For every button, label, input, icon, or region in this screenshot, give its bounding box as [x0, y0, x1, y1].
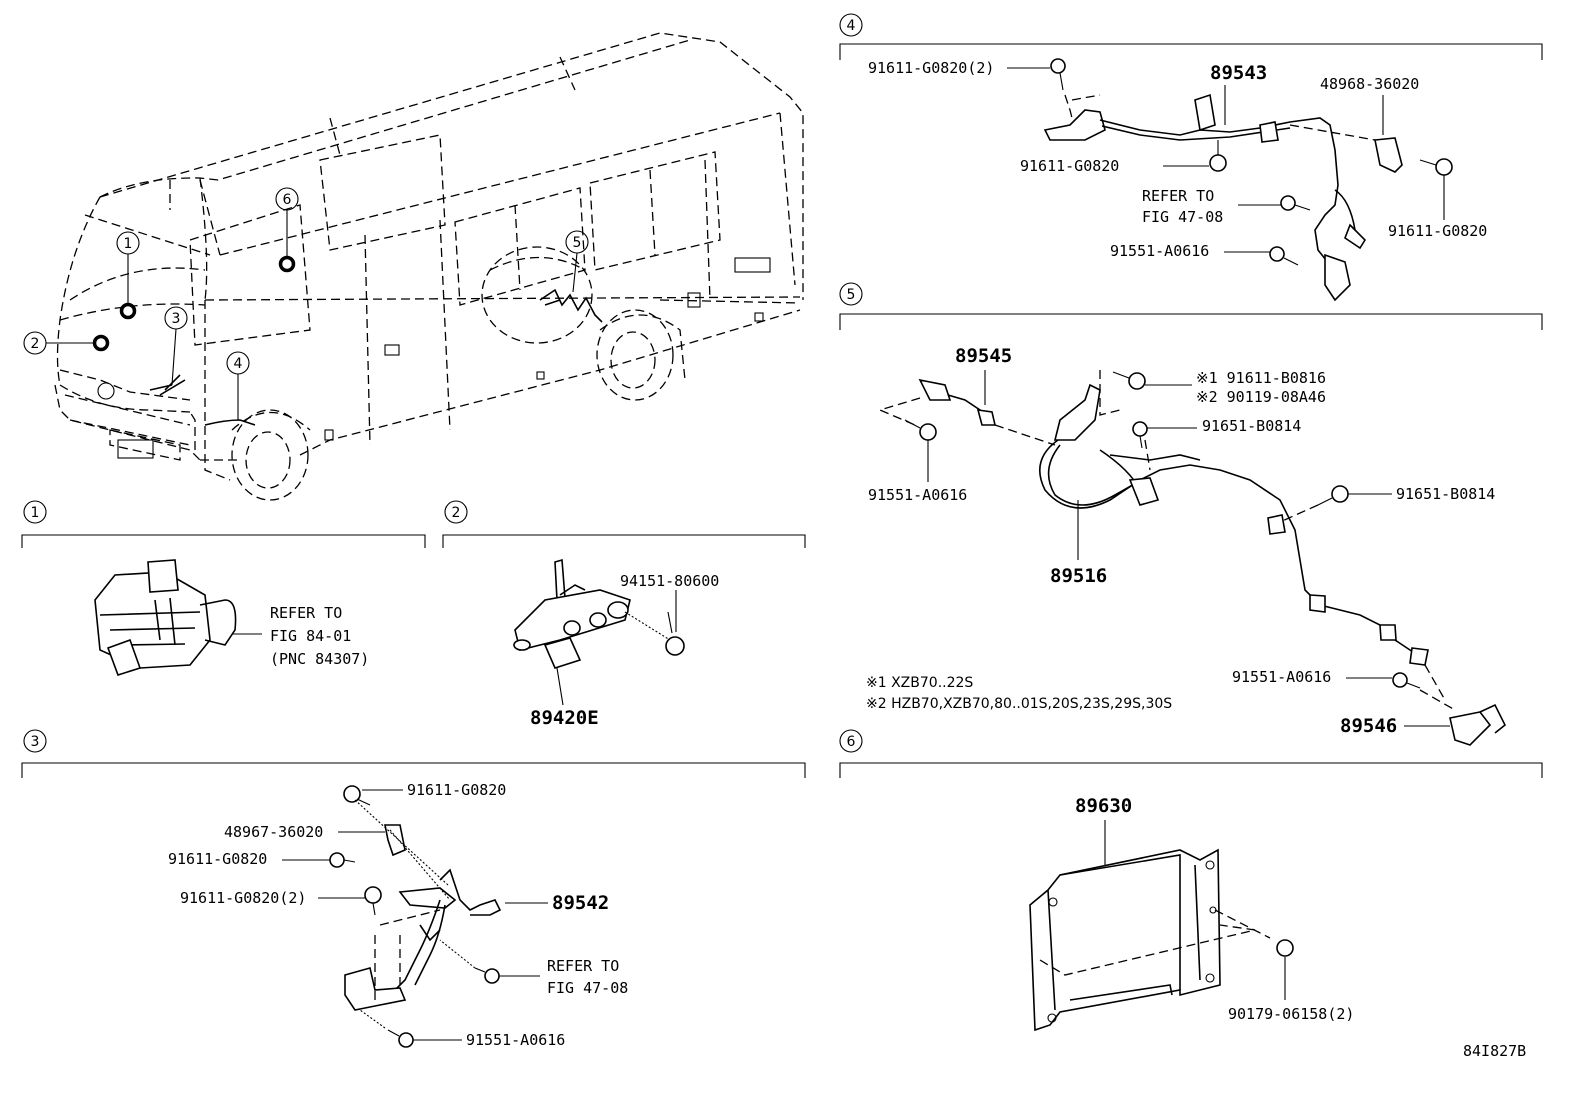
- section-1-number-badge: [23, 500, 47, 524]
- label-sections-s3-number: 3: [31, 734, 40, 750]
- label-sections-s3-parts-bracket: 48967-36020: [224, 823, 323, 841]
- label-sections-s5-parts-sensor_b: 89546: [1340, 715, 1397, 737]
- bolt-left-icon: [329, 852, 356, 868]
- bolt-pair-icon: [1050, 58, 1066, 91]
- bolt-left-icon: [904, 419, 937, 441]
- bracket-48968-36020-drawing: [1374, 137, 1403, 173]
- label-sections-s5-notes-1: ※2 HZB70,XZB70,80..01S,20S,23S,29S,30S: [866, 696, 1172, 712]
- overview-callout-3: 3: [164, 306, 188, 386]
- section-3-number-badge: [23, 729, 47, 753]
- label-sections-s5-notes-0: ※1 XZB70..22S: [866, 675, 973, 691]
- label-sections-s3-parts-harness: 89542: [552, 892, 609, 914]
- bolt-90179-icon: [1276, 939, 1294, 957]
- label-sections-s4-parts-bracket: 48968-36020: [1320, 75, 1419, 93]
- label-overview-callouts-2: 3: [172, 311, 181, 327]
- label-overview-callouts-1: 2: [31, 336, 40, 352]
- label-sections-s1-refer-0: REFER TO: [270, 604, 342, 622]
- overview-callout-2: 2: [23, 331, 110, 355]
- bolt-upper-icon: [1132, 421, 1148, 449]
- section-1: 1 REFER TO FIG 84-01 (PNC 84307): [21, 500, 426, 676]
- label-sections-s1-refer-2: (PNC 84307): [270, 650, 369, 668]
- bolt-lower-icon: [1392, 672, 1421, 689]
- label-sections-s5-parts-note_bolt_2: ※2 90119-08A46: [1196, 388, 1326, 406]
- bolt-bottom-icon: [387, 1029, 414, 1048]
- overview-callout-5: 5: [565, 230, 589, 293]
- label-sections-s1-number: 1: [31, 505, 40, 521]
- label-sections-s3-parts-bolt_pair: 91611-G0820(2): [180, 889, 306, 907]
- overview-callout-4: 4: [226, 351, 250, 420]
- label-sections-s2-parts-bolt: 94151-80600: [620, 572, 719, 590]
- label-sections-s2-number: 2: [452, 505, 461, 521]
- label-sections-s5-parts-sensor_a: 89545: [955, 345, 1012, 367]
- label-sections-s6-parts-bolt: 90179-06158(2): [1228, 1005, 1354, 1023]
- label-sections-s5-parts-note_bolt_1: ※1 91611-B0816: [1196, 369, 1326, 387]
- bolt-top-icon: [343, 785, 371, 806]
- vehicle-overview: [54, 32, 804, 501]
- label-sections-s4-parts-harness: 89543: [1210, 62, 1267, 84]
- bolt-pair-icon: [364, 886, 382, 916]
- bolt-94151-80600-icon: [665, 636, 685, 656]
- label-sections-s6-number: 6: [847, 734, 856, 750]
- bolt-bottom-icon: [1269, 246, 1299, 266]
- section-4-number-badge: [839, 13, 863, 37]
- label-sections-s4-parts-bolt_right: 91611-G0820: [1388, 222, 1487, 240]
- section-6-number-badge: [839, 729, 863, 753]
- section-5-number-badge: [839, 282, 863, 306]
- label-sections-s5-parts-bolt_right: 91651-B0814: [1396, 485, 1495, 503]
- label-sections-s5-number: 5: [847, 287, 856, 303]
- label-overview-callouts-5: 6: [283, 192, 292, 208]
- section-2-number-badge: [444, 500, 468, 524]
- label-sections-s4-number: 4: [847, 18, 856, 34]
- combination-switch-drawing: [94, 559, 237, 676]
- sensor-89545-drawing: [918, 378, 997, 426]
- label-sections-s4-refer-0: REFER TO: [1142, 187, 1214, 205]
- section-2: 2 94151-80600 89420E: [442, 500, 806, 729]
- bolt-note-icon: [1112, 371, 1146, 390]
- ecu-89630-drawing: [1029, 848, 1221, 1032]
- section-3: 3 91611-G0820 48967-36020 91611-G0820 91…: [21, 729, 806, 1049]
- label-sections-s1-refer-1: FIG 84-01: [270, 627, 351, 645]
- label-sections-s4-parts-bolt_pair: 91611-G0820(2): [868, 59, 994, 77]
- bolt-refer-icon: [474, 967, 500, 984]
- label-sections-s3-refer-1: FIG 47-08: [547, 979, 628, 997]
- diagram-id: 84I827B: [1463, 1042, 1526, 1060]
- label-sections-s5-parts-bolt_upper: 91651-B0814: [1202, 417, 1301, 435]
- label-overview-callouts-0: 1: [124, 236, 133, 252]
- bolt-right-icon: [1419, 158, 1453, 176]
- bracket-48967-36020-drawing: [384, 824, 406, 857]
- label-sections-s4-parts-bolt_bottom: 91551-A0616: [1110, 242, 1209, 260]
- section-6: 6 89630 90179-06158(2): [839, 729, 1543, 1032]
- label-sections-s3-parts-bolt_bottom: 91551-A0616: [466, 1031, 565, 1049]
- label-sections-s6-parts-ecu: 89630: [1075, 795, 1132, 817]
- label-sections-s3-parts-bolt_top: 91611-G0820: [407, 781, 506, 799]
- section-5: 5 89545 91551-A0616: [839, 282, 1543, 746]
- sensor-assembly-89420e-drawing: [513, 558, 631, 669]
- label-sections-s5-parts-harness: 89516: [1050, 565, 1107, 587]
- bolt-right-icon: [1317, 485, 1349, 506]
- sensor-89546-drawing: [1449, 703, 1507, 746]
- harness-89542-drawing: [344, 868, 502, 1011]
- label-sections-s5-parts-bolt_left: 91551-A0616: [868, 486, 967, 504]
- label-sections-s3-refer-0: REFER TO: [547, 957, 619, 975]
- label-sections-s3-parts-bolt_left: 91611-G0820: [168, 850, 267, 868]
- label-sections-s5-parts-bolt_lower: 91551-A0616: [1232, 668, 1331, 686]
- overview-callout-6: 6: [275, 187, 299, 273]
- bolt-refer-icon: [1280, 195, 1311, 211]
- label-sections-s4-refer-1: FIG 47-08: [1142, 208, 1223, 226]
- label-sections-s4-parts-bolt_mid: 91611-G0820: [1020, 157, 1119, 175]
- harness-89516-drawing: [1038, 383, 1429, 666]
- label-sections-s2-parts-main: 89420E: [530, 707, 599, 729]
- bolt-mid-icon: [1209, 140, 1227, 172]
- label-overview-callouts-4: 5: [573, 235, 582, 251]
- label-overview-callouts-3: 4: [234, 356, 243, 372]
- overview-callout-1: 1: [116, 231, 140, 320]
- section-4: 4 91611-G0820(2) 89543 48968-36020: [839, 13, 1543, 302]
- harness-89543-drawing: [1043, 93, 1367, 302]
